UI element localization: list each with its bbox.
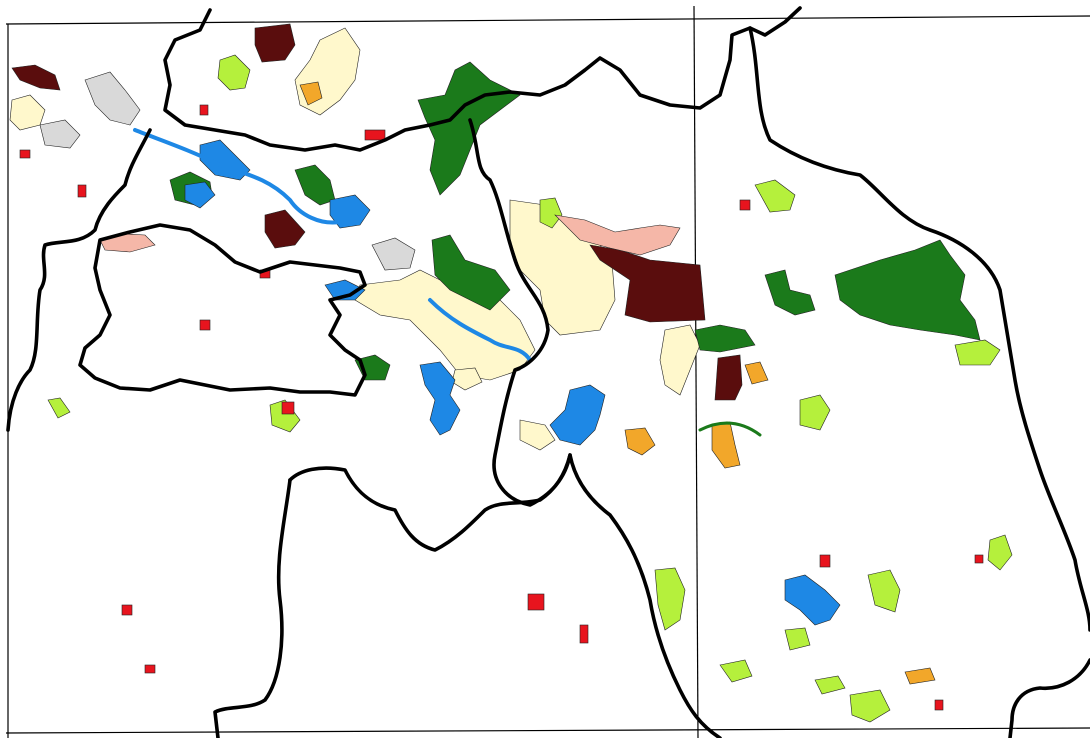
- mineral-site-north: [254, 23, 296, 63]
- green-urban-4: [904, 667, 936, 685]
- grid-line-top: [5, 15, 1090, 25]
- urban-patch-east: [659, 324, 701, 396]
- scrub-patch-9: [269, 399, 301, 433]
- industrial-patch-c: [371, 237, 416, 271]
- grid-line-middle: [693, 5, 699, 738]
- forest-patch-east: [834, 239, 981, 341]
- scrub-patch-7: [654, 567, 686, 631]
- river-east: [698, 421, 762, 437]
- small-site-2: [281, 401, 295, 415]
- small-site-15: [579, 624, 589, 644]
- scrub-patch-4: [954, 339, 1001, 366]
- mineral-site-nw: [11, 64, 61, 91]
- boundary-north-region: [163, 6, 802, 152]
- scrub-patch-3: [754, 179, 796, 213]
- agri-patch-1: [554, 214, 681, 256]
- administrative-boundaries: [6, 6, 1090, 738]
- scrub-patch-13: [814, 675, 846, 695]
- small-site-10: [934, 699, 944, 711]
- scrub-patch-5: [799, 394, 831, 431]
- mineral-site-west: [264, 209, 306, 249]
- scrub-patch-6: [867, 569, 901, 613]
- rivers: [133, 128, 762, 437]
- boundary-south-vertical: [213, 478, 292, 738]
- scrub-patch-14: [784, 627, 811, 651]
- small-site-11: [974, 554, 984, 564]
- scrub-patch-1: [217, 54, 251, 91]
- forest-patch-east-small: [764, 269, 816, 316]
- small-site-3: [739, 199, 751, 211]
- water-lake-south: [419, 361, 461, 436]
- green-urban-5: [744, 361, 769, 385]
- boundary-east-region: [748, 26, 1090, 632]
- forest-patch-mid: [694, 324, 756, 353]
- scrub-patch-12: [719, 659, 753, 683]
- mineral-site-east: [589, 244, 706, 323]
- boundary-southwest: [288, 453, 722, 738]
- scrub-patch-11: [47, 397, 71, 419]
- river-main: [133, 128, 342, 225]
- grid-line-bottom: [5, 727, 1090, 734]
- map-grid: [5, 5, 1090, 738]
- water-lake-center: [329, 194, 371, 229]
- industrial-patch-nw: [84, 71, 141, 126]
- scrub-patch-10: [987, 534, 1013, 571]
- scrub-patch-8: [849, 689, 891, 723]
- urban-patch-se: [519, 419, 556, 451]
- water-lake-se: [549, 384, 606, 446]
- green-urban-1: [624, 427, 656, 456]
- boundary-inner-loop: [78, 223, 367, 397]
- mineral-site-mid: [714, 354, 743, 401]
- scrub-patch-2: [539, 197, 563, 229]
- industrial-patch-w: [39, 119, 81, 149]
- river-center: [428, 298, 532, 362]
- small-site-13: [199, 319, 211, 331]
- small-site-9: [121, 604, 133, 616]
- boundary-central-region: [6, 128, 152, 432]
- small-site-5: [19, 149, 31, 159]
- forest-patch-center: [431, 234, 511, 311]
- water-lake-east: [784, 574, 841, 626]
- small-site-8: [144, 664, 156, 674]
- small-site-7: [199, 104, 209, 116]
- water-reservoir-west: [184, 181, 216, 209]
- small-site-12: [819, 554, 831, 568]
- small-site-6: [364, 129, 386, 141]
- small-site-1: [527, 593, 545, 611]
- boundary-southeast-corner: [1008, 658, 1090, 738]
- small-site-4: [77, 184, 87, 198]
- green-urban-3: [299, 81, 323, 106]
